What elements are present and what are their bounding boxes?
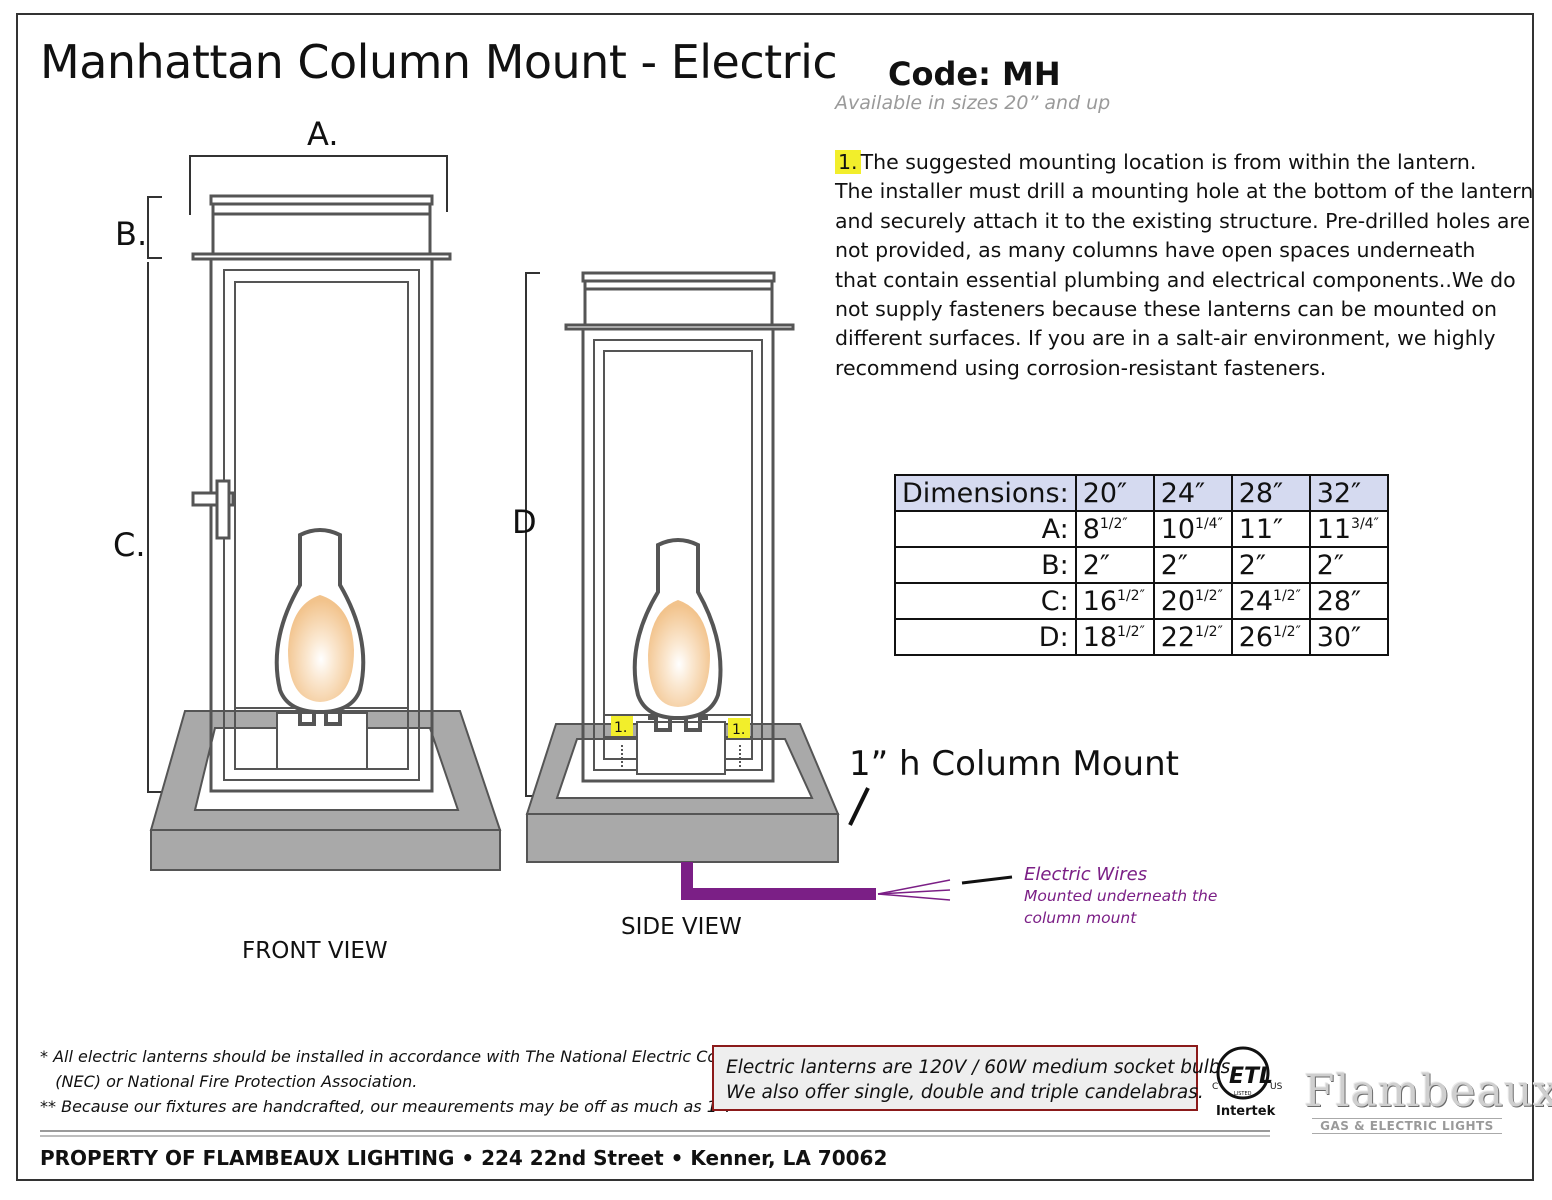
table-header-cell: 28″ — [1230, 474, 1311, 512]
bulb-info-line: Electric lanterns are 120V / 60W medium … — [726, 1057, 1237, 1078]
table-row: B: 2″ 2″ 2″ 2″ — [894, 546, 1389, 584]
mounting-note-line: not supply fasteners because these lante… — [835, 297, 1498, 322]
brand-tagline: GAS & ELECTRIC LIGHTS — [1312, 1118, 1502, 1134]
side-view-label: SIDE VIEW — [621, 914, 742, 940]
mounting-note-line: that contain essential plumbing and elec… — [835, 267, 1516, 292]
table-header-cell: 20″ — [1074, 474, 1155, 512]
table-cell: 11″ — [1230, 510, 1311, 548]
page-title: Manhattan Column Mount - Electric — [40, 35, 838, 89]
table-cell: 201/2″ — [1152, 582, 1233, 620]
table-cell: 101/4″ — [1152, 510, 1233, 548]
etl-listed-mark: ETL C US LISTED — [1212, 1046, 1283, 1100]
column-mount-label: 1” h Column Mount — [849, 744, 1179, 784]
row-label: D: — [894, 618, 1077, 656]
footnote: * All electric lanterns should be instal… — [40, 1047, 738, 1066]
dimension-label-c: C. — [113, 526, 146, 564]
footnote: (NEC) or National Fire Protection Associ… — [40, 1072, 418, 1091]
dimension-label-a: A. — [307, 115, 339, 153]
dimension-label-b: B. — [115, 215, 147, 253]
wires-subtitle: column mount — [1024, 909, 1137, 927]
brand-name: Flambeaux — [1304, 1066, 1552, 1117]
table-cell: 2″ — [1230, 546, 1311, 584]
footnotes: * All electric lanterns should be instal… — [40, 1044, 737, 1119]
marker-highlight-right — [728, 718, 750, 738]
note-marker: 1. — [835, 150, 861, 174]
mounting-note-line: and securely attach it to the existing s… — [835, 208, 1530, 233]
flambeaux-logo: Flambeaux GAS & ELECTRIC LIGHTS — [1300, 1066, 1552, 1136]
table-cell: 81/2″ — [1074, 510, 1155, 548]
etl-mark-listed: LISTED — [1234, 1091, 1252, 1097]
table-cell: 2″ — [1074, 546, 1155, 584]
wires-subtitle: Mounted underneath the — [1024, 887, 1218, 905]
table-row: A: 81/2″ 101/4″ 11″ 113/4″ — [894, 510, 1389, 548]
table-cell: 161/2″ — [1074, 582, 1155, 620]
mounting-note-line: recommend using corrosion-resistant fast… — [835, 355, 1327, 380]
table-cell: 241/2″ — [1230, 582, 1311, 620]
page-frame — [16, 13, 1534, 1181]
table-cell: 221/2″ — [1152, 618, 1233, 656]
table-header-cell: 32″ — [1308, 474, 1389, 512]
table-cell: 28″ — [1308, 582, 1389, 620]
etl-mark-us: US — [1270, 1082, 1283, 1092]
etl-mark-text: ETL — [1229, 1064, 1273, 1089]
footnote: ** Because our fixtures are handcrafted,… — [40, 1097, 731, 1116]
dimensions-table: Dimensions: 20″ 24″ 28″ 32″ A: 81/2″ 101… — [894, 474, 1389, 656]
table-header-cell: Dimensions: — [894, 474, 1077, 512]
table-cell: 2″ — [1152, 546, 1233, 584]
table-cell: 2″ — [1308, 546, 1389, 584]
bulb-info-box: Electric lanterns are 120V / 60W medium … — [712, 1045, 1237, 1111]
footer-divider — [40, 1135, 1270, 1137]
table-cell: 30″ — [1308, 618, 1389, 656]
row-label: A: — [894, 510, 1077, 548]
mounting-note-line: not provided, as many columns have open … — [835, 238, 1476, 263]
table-row: C: 161/2″ 201/2″ 241/2″ 28″ — [894, 582, 1389, 620]
intertek-label: Intertek — [1216, 1104, 1276, 1119]
table-header-row: Dimensions: 20″ 24″ 28″ 32″ — [894, 474, 1389, 512]
table-cell: 113/4″ — [1308, 510, 1389, 548]
electric-wires-callout: Electric Wires Mounted underneath the co… — [1024, 864, 1217, 929]
table-header-cell: 24″ — [1152, 474, 1233, 512]
table-row: D: 181/2″ 221/2″ 261/2″ 30″ — [894, 618, 1389, 656]
mounting-note-line: The installer must drill a mounting hole… — [835, 179, 1534, 204]
footer-property-line: PROPERTY OF FLAMBEAUX LIGHTING • 224 22n… — [40, 1146, 888, 1170]
row-label: C: — [894, 582, 1077, 620]
footer-divider — [40, 1130, 1270, 1132]
marker-left: 1. — [614, 720, 627, 736]
marker-right: 1. — [732, 722, 745, 738]
availability-note: Available in sizes 20” and up — [835, 92, 1111, 114]
wires-title: Electric Wires — [1024, 864, 1148, 885]
side-view-drawing — [525, 271, 1013, 901]
front-view-drawing — [147, 155, 502, 871]
row-label: B: — [894, 546, 1077, 584]
table-cell: 181/2″ — [1074, 618, 1155, 656]
table-cell: 261/2″ — [1230, 618, 1311, 656]
etl-mark-c: C — [1212, 1082, 1218, 1092]
mounting-note-line: different surfaces. If you are in a salt… — [835, 326, 1496, 351]
dimension-label-d: D — [512, 503, 537, 541]
front-view-label: FRONT VIEW — [242, 938, 388, 964]
marker-highlight-left — [611, 716, 633, 736]
product-code: Code: MH — [888, 55, 1061, 93]
mounting-note-line: 1.The suggested mounting location is fro… — [835, 148, 1535, 177]
bulb-info-line: We also offer single, double and triple … — [726, 1082, 1204, 1103]
mounting-notes: 1.The suggested mounting location is fro… — [835, 148, 1535, 383]
